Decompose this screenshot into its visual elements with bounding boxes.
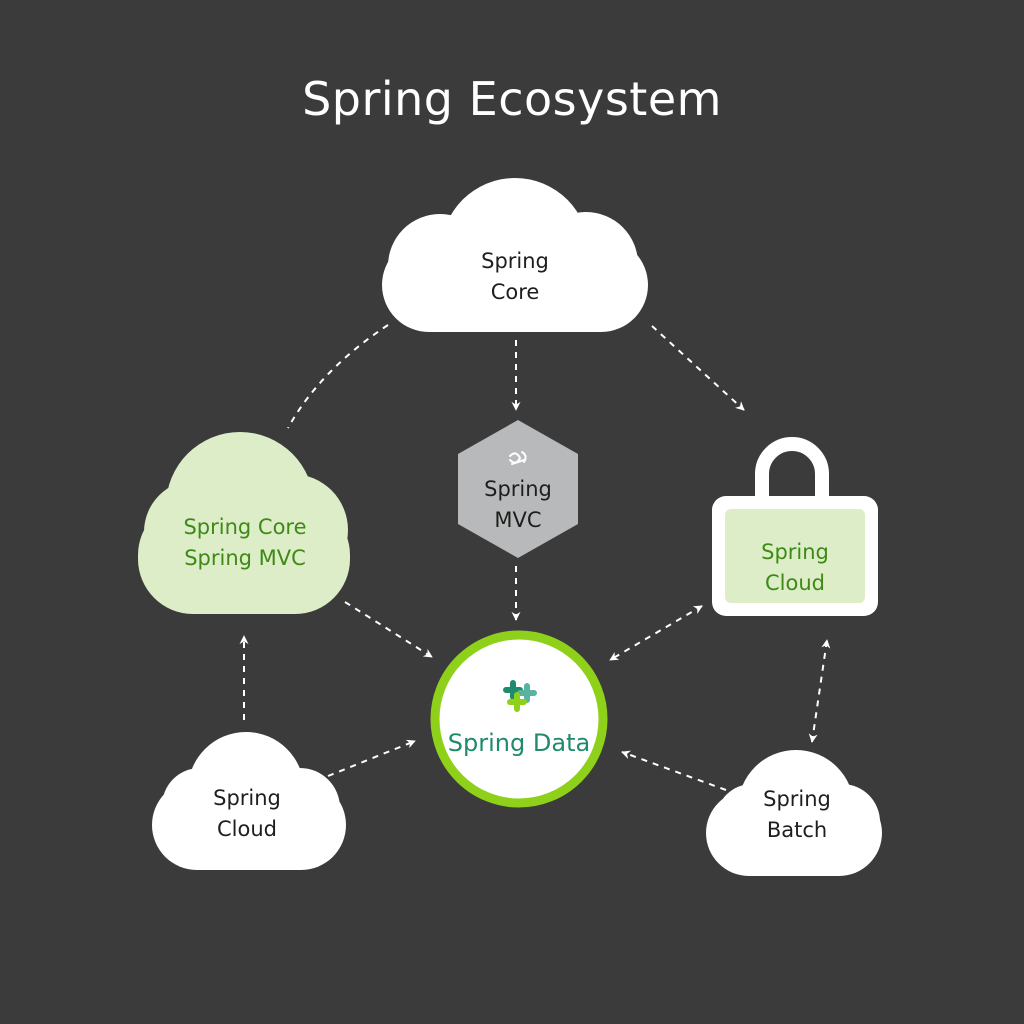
connector-core-to-cloud-lock [651,325,745,411]
label-spring-core: Spring Core [481,249,549,304]
label-spring-cloud-bottom: Spring Cloud [213,786,281,841]
circle-spring-data[interactable] [430,630,608,808]
connector-core-mvc-to-data [344,601,433,658]
connector-batch-to-data [621,750,727,791]
connector-cloud-lock-data [609,605,703,661]
label-spring-data: Spring Data [447,729,591,757]
connectors [239,324,831,791]
spring-data-icon [503,680,537,712]
label-spring-mvc: Spring MVC [484,477,552,532]
label-spring-core-mvc: Spring Core Spring MVC [183,515,307,570]
cloud-spring-core-mvc[interactable] [138,432,350,614]
cloud-spring-core[interactable] [382,178,648,332]
hexagon-spring-mvc[interactable] [458,420,578,558]
connector-cloud-bottom-to-data [327,739,416,777]
padlock-shackle [755,437,829,500]
label-spring-batch: Spring Batch [763,787,831,842]
connector-batch-cloud-lock [808,639,831,743]
padlock-spring-cloud[interactable] [712,437,878,616]
cloud-spring-batch[interactable] [706,750,882,876]
label-spring-cloud-lock: Spring Cloud [761,540,829,595]
diagram-title: Spring Ecosystem [302,72,722,126]
connector-core-to-core-mvc [287,324,389,429]
spring-leaf-icon [509,451,527,465]
cloud-spring-cloud-bottom[interactable] [152,732,346,870]
